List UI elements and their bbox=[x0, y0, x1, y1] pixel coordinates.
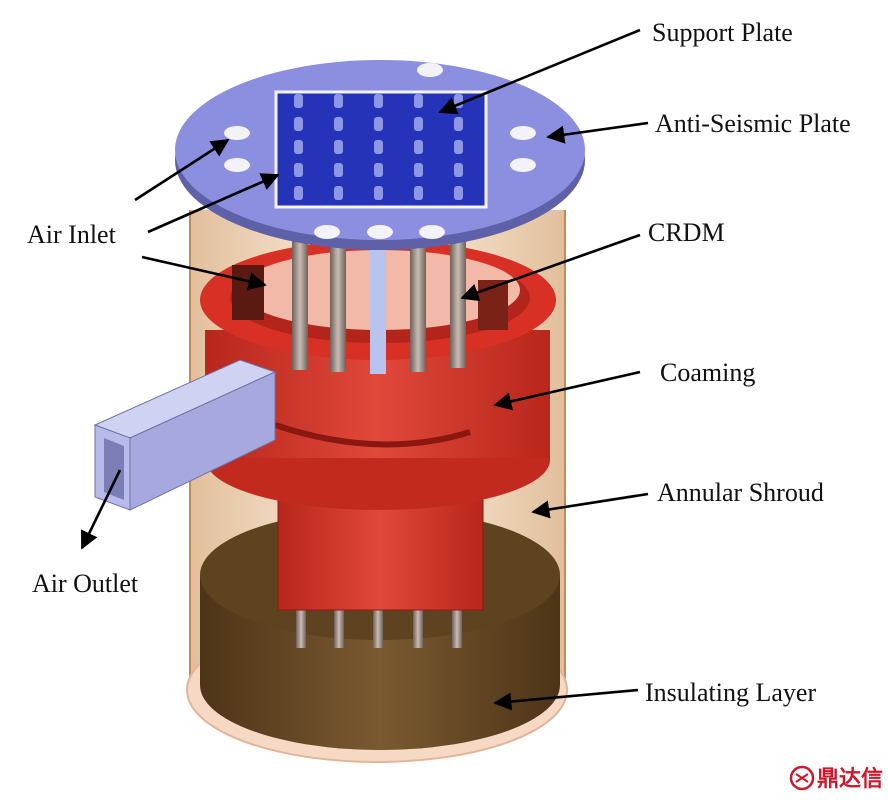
arrow-air-inlet-3 bbox=[141, 255, 267, 291]
label-anti-seismic-plate: Anti-Seismic Plate bbox=[655, 109, 851, 138]
label-support-plate: Support Plate bbox=[652, 18, 793, 47]
arrow-crdm bbox=[460, 233, 641, 302]
arrow-coaming bbox=[493, 370, 641, 411]
label-air-inlet: Air Inlet bbox=[27, 220, 117, 249]
watermark-text: 鼎达信 bbox=[817, 766, 883, 792]
arrow-anti-seismic-plate bbox=[546, 121, 649, 144]
watermark: 鼎达信 bbox=[789, 765, 883, 792]
label-air-outlet: Air Outlet bbox=[32, 569, 139, 598]
support-plate bbox=[274, 90, 488, 209]
air-outlet-duct bbox=[93, 359, 277, 511]
arrow-air-inlet-1 bbox=[134, 138, 230, 202]
arrow-support-plate bbox=[438, 28, 641, 115]
lower-rods bbox=[296, 600, 462, 648]
crdm-rods bbox=[292, 240, 466, 374]
watermark-logo-icon bbox=[789, 765, 815, 791]
arrow-air-inlet-2 bbox=[147, 173, 280, 234]
annotation-arrows bbox=[80, 28, 649, 711]
arrow-air-outlet bbox=[80, 469, 122, 550]
arrow-annular-shroud bbox=[531, 492, 649, 519]
label-insulating-layer: Insulating Layer bbox=[645, 678, 816, 707]
label-annular-shroud: Annular Shroud bbox=[657, 478, 824, 507]
label-crdm: CRDM bbox=[648, 218, 725, 247]
label-coaming: Coaming bbox=[660, 358, 755, 387]
arrow-insulating-layer bbox=[493, 688, 639, 711]
